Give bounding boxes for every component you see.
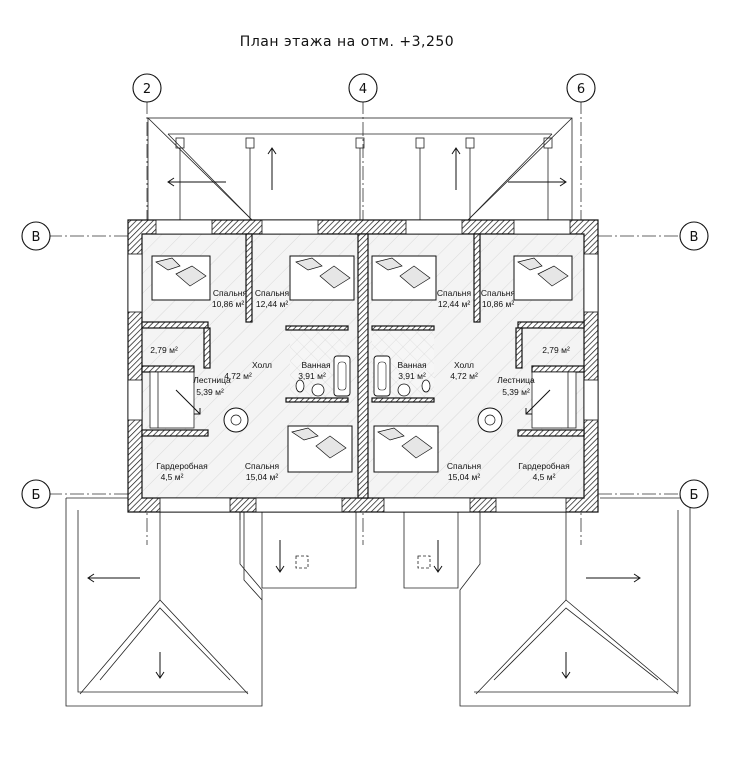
bed-icon (287, 425, 353, 473)
axis-marker-v-left: В (21, 221, 51, 251)
room-name: Спальня (437, 288, 472, 298)
room-name: Спальня (481, 288, 516, 298)
room-area: 12,44 м² (256, 299, 288, 309)
room-area: 2,79 м² (150, 345, 178, 355)
plan-title: План этажа на отм. +3,250 (240, 34, 454, 50)
bed-icon (373, 425, 439, 473)
round-table-icon (223, 407, 503, 433)
axis-marker-b-right: Б (679, 479, 709, 509)
bathtub-icon (373, 355, 391, 397)
room-area: 15,04 м² (448, 472, 480, 482)
room-name: Ванная (301, 360, 331, 370)
room-name: Спальня (255, 288, 290, 298)
walls (127, 219, 599, 513)
lower-roof-left (65, 497, 357, 707)
room-area: 12,44 м² (438, 299, 470, 309)
room-area: 10,86 м² (212, 299, 244, 309)
room-area: 3,91 м² (398, 371, 426, 381)
room-area: 4,5 м² (533, 472, 556, 482)
bed-icon (371, 255, 437, 301)
bed-icon (151, 255, 211, 301)
room-area: 5,39 м² (196, 387, 224, 397)
room-area: 2,79 м² (542, 345, 570, 355)
stairs-right (525, 371, 577, 429)
stairs-left (149, 371, 201, 429)
room-area: 5,39 м² (502, 387, 530, 397)
axis-marker-b-left: Б (21, 479, 51, 509)
room-name: Лестница (497, 375, 535, 385)
axis-label: 6 (577, 82, 585, 97)
axis-label: В (690, 230, 699, 245)
bed-icon (289, 255, 355, 301)
room-name: Спальня (213, 288, 248, 298)
toilet-icon (295, 379, 431, 393)
axis-marker-4: 4 (348, 73, 378, 103)
room-area: 3,91 м² (298, 371, 326, 381)
room-area: 15,04 м² (246, 472, 278, 482)
axis-marker-2: 2 (132, 73, 162, 103)
lower-roof-right (403, 497, 691, 707)
room-name: Лестница (193, 375, 231, 385)
room-name: Холл (454, 360, 474, 370)
bathtub-icon (333, 355, 351, 397)
room-name: Спальня (245, 461, 280, 471)
room-area: 10,86 м² (482, 299, 514, 309)
bed-icon (513, 255, 573, 301)
axis-marker-v-right: В (679, 221, 709, 251)
sink-icon (311, 383, 411, 397)
axis-label: Б (32, 488, 41, 503)
room-name: Спальня (447, 461, 482, 471)
axis-label: 4 (359, 82, 367, 97)
room-name: Гардеробная (518, 461, 570, 471)
room-area: 4,5 м² (161, 472, 184, 482)
axis-label: Б (690, 488, 699, 503)
room-name: Гардеробная (156, 461, 208, 471)
room-name: Ванная (397, 360, 427, 370)
room-area: 4,72 м² (224, 371, 252, 381)
room-labels: Спальня 10,86 м² Спальня 12,44 м² Спальн… (150, 288, 570, 482)
upper-roof (147, 117, 573, 221)
room-name: Холл (252, 360, 272, 370)
axis-label: В (32, 230, 41, 245)
axis-marker-6: 6 (566, 73, 596, 103)
axis-label: 2 (143, 82, 151, 97)
room-area: 4,72 м² (450, 371, 478, 381)
